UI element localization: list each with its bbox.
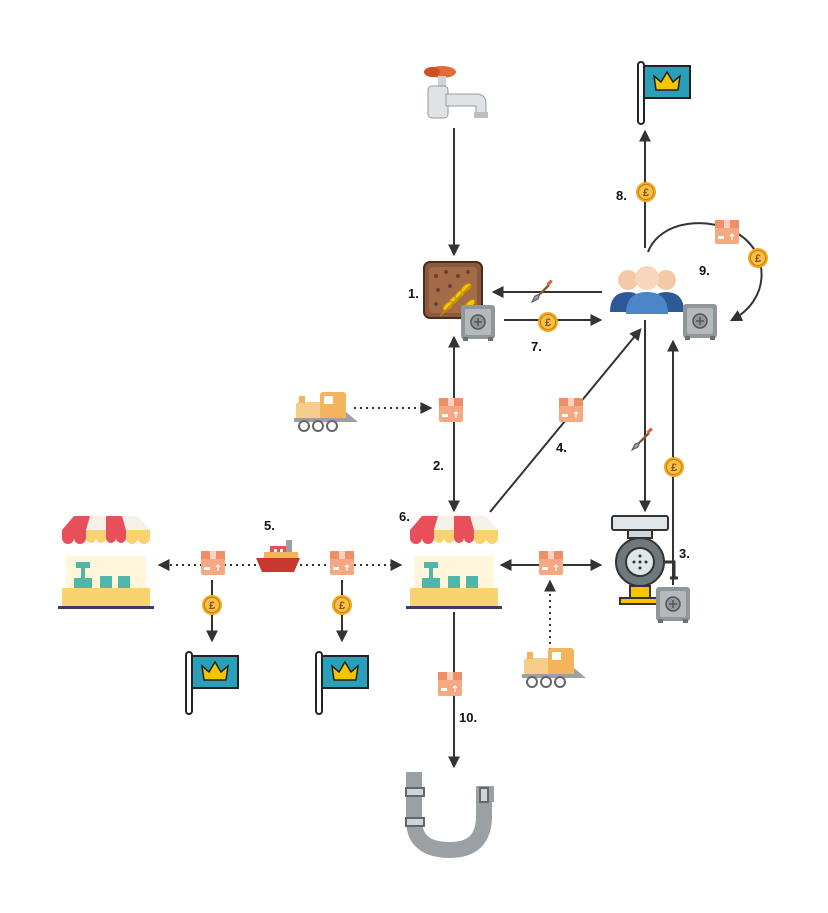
flag-top-icon [637,61,691,125]
shovel-right-icon [630,426,655,452]
people-loop-arrow [647,222,763,322]
box-left-trade-icon [200,550,226,576]
meat-grinder-icon [611,515,678,605]
coin-mid-flag-icon [331,594,353,616]
label-step-6: 6. [399,509,410,524]
label-step-3: 3. [679,546,690,561]
drain-pipe-icon [405,772,494,859]
people-group-icon [610,266,684,314]
label-step-10: 10. [459,710,477,725]
label-step-8: 8. [616,188,627,203]
water-tap-icon [424,66,488,119]
coin-left-flag-icon [201,594,223,616]
label-step-5: 5. [264,518,275,533]
label-step-1: 1. [408,286,419,301]
label-step-7: 7. [531,339,542,354]
box-people-loop-icon [714,219,740,245]
box-stall-grinder-icon [538,550,564,576]
people-safe-icon [682,303,718,341]
cargo-ship-icon [256,540,300,572]
label-step-2: 2. [433,458,444,473]
coin-field-people-icon [537,311,559,333]
grain-field-icon [423,261,483,319]
coin-loop-icon [747,247,769,269]
shovel-top-icon [530,278,555,304]
train-bottom-icon [521,647,587,688]
grinder-safe-icon [655,586,691,624]
flag-left-icon [185,651,239,715]
box-drain-icon [437,671,463,697]
box-right-trade-icon [329,550,355,576]
label-step-4: 4. [556,440,567,455]
box-field-stall-icon [438,397,464,423]
coin-grinder-icon [663,456,685,478]
flow-lines [206,128,763,769]
train-top-icon [293,391,359,432]
box-stall-people-icon [558,397,584,423]
market-stall-main-icon [406,516,502,609]
flag-middle-icon [315,651,369,715]
coin-flag-icon [635,181,657,203]
label-step-9: 9. [699,263,710,278]
field-safe-icon [460,304,496,342]
market-stall-foreign-icon [58,516,154,609]
